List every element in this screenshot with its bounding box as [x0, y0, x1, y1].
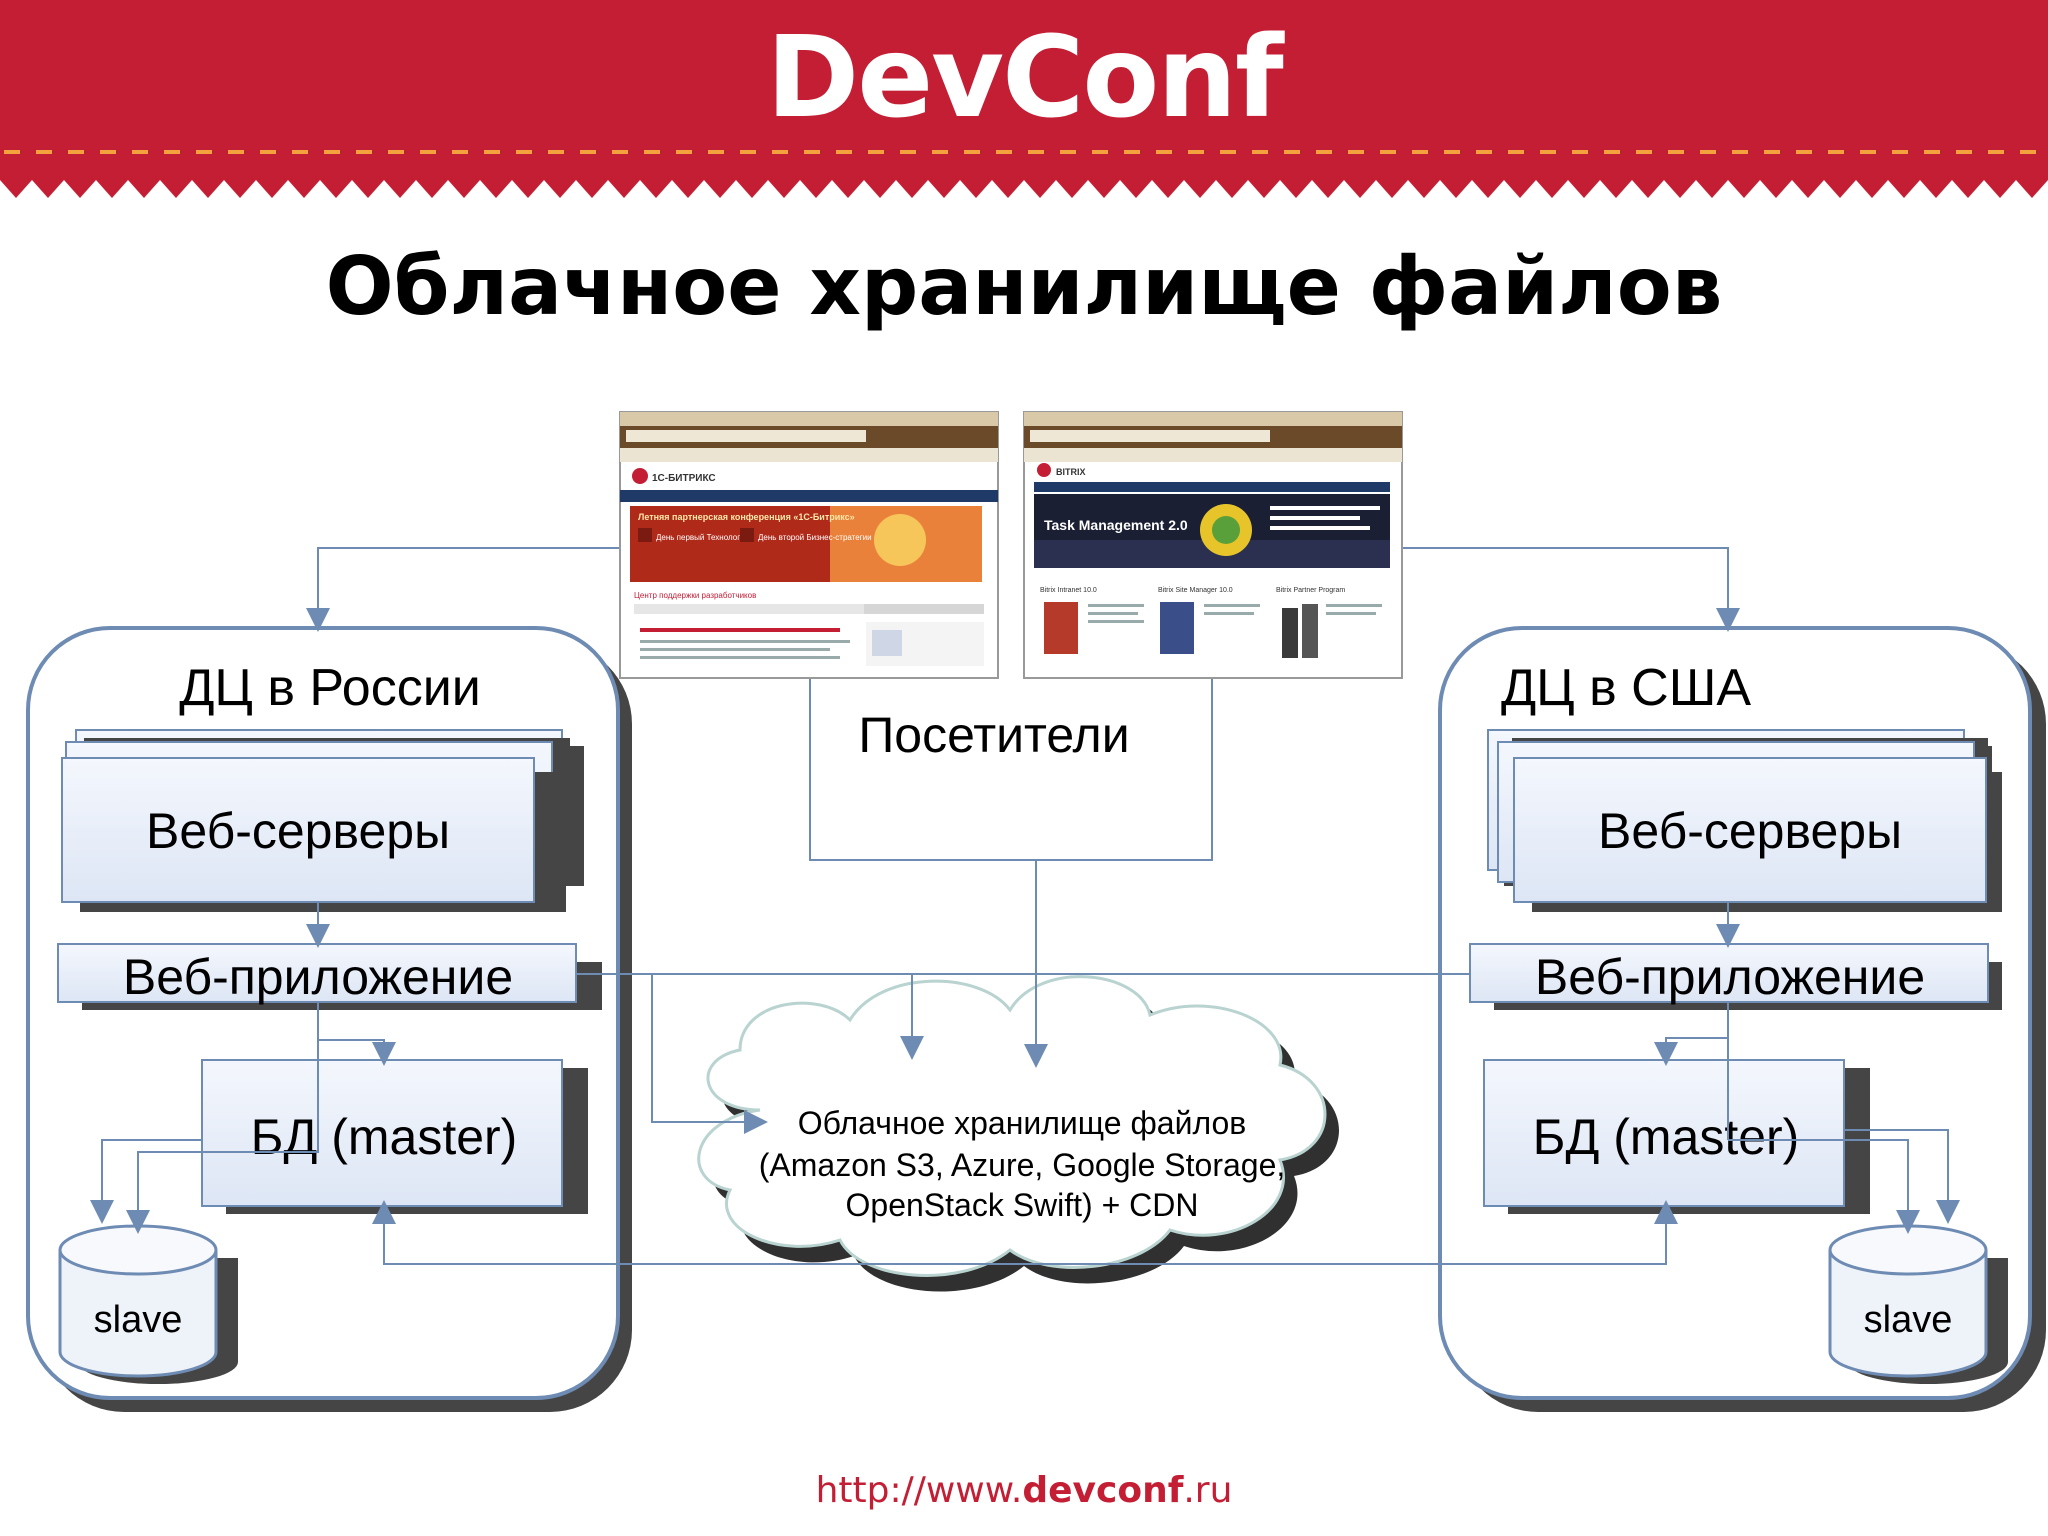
dc-usa-title: ДЦ в США — [1501, 659, 1751, 717]
dc-russia-web-servers-label: Веб-серверы — [146, 803, 450, 859]
dc-usa-slave-cylinder: slave — [1828, 1224, 2008, 1384]
footer-url-prefix: http://www. — [815, 1470, 1023, 1511]
visitors-box: Посетители — [809, 676, 1213, 861]
dc-russia-db-master: БД (master) — [201, 1059, 588, 1214]
visitors-label: Посетители — [858, 707, 1129, 763]
cloud-storage: Облачное хранилище файлов (Amazon S3, Az… — [697, 975, 1339, 1292]
connector-lines — [90, 547, 1960, 1265]
screenshot-bitrix: BITRIX Task Management 2.0 Bitrix Intran… — [1023, 411, 1403, 679]
header-zigzag-border — [0, 140, 2048, 202]
dc-russia-db-master-label: БД (master) — [251, 1109, 518, 1165]
screenshot-right-product-3: Bitrix Partner Program — [1276, 587, 1345, 594]
footer-url-domain: devconf — [1022, 1470, 1184, 1511]
screenshot-left-banner-sub-1: День первый Технологии — [656, 533, 749, 542]
dc-russia: ДЦ в России Веб-серверы Веб-приложение Б… — [26, 626, 632, 1412]
footer-url-suffix: .ru — [1183, 1470, 1233, 1511]
dc-usa-slave-label: slave — [1864, 1299, 1953, 1341]
dc-usa-web-app: Веб-приложение — [1469, 943, 2002, 1010]
screenshot-left-section: Центр поддержки разработчиков — [634, 591, 756, 600]
screenshot-left-brand: 1С-БИТРИКС — [652, 473, 716, 484]
dc-russia-web-app: Веб-приложение — [57, 943, 602, 1010]
screenshot-right-product-2: Bitrix Site Manager 10.0 — [1158, 587, 1233, 594]
header-banner: DevConf — [0, 0, 2048, 150]
screenshot-1c-bitrix: 1С-БИТРИКС Летняя партнерская конференци… — [619, 411, 999, 679]
cloud-line-3: OpenStack Swift) + CDN — [846, 1187, 1199, 1223]
devconf-logo: DevConf — [766, 13, 1284, 143]
screenshot-right-product-1: Bitrix Intranet 10.0 — [1040, 587, 1097, 594]
slide-title: Облачное хранилище файлов — [325, 240, 1723, 333]
dc-russia-web-servers: Веб-серверы — [61, 729, 584, 912]
dc-usa-web-servers: Веб-серверы — [1487, 729, 2002, 912]
dc-usa-web-servers-label: Веб-серверы — [1598, 803, 1902, 859]
footer-url[interactable]: http://www.devconf.ru — [0, 1470, 2048, 1511]
dc-usa-web-app-label: Веб-приложение — [1535, 949, 1925, 1005]
dc-russia-slave-label: slave — [94, 1299, 183, 1341]
dc-russia-web-app-label: Веб-приложение — [123, 949, 513, 1005]
cloud-line-1: Облачное хранилище файлов — [798, 1105, 1247, 1141]
cloud-line-2: (Amazon S3, Azure, Google Storage, — [759, 1147, 1286, 1183]
dc-usa: ДЦ в США Веб-серверы Веб-приложение БД (… — [1438, 626, 2046, 1412]
screenshot-right-brand: BITRIX — [1056, 467, 1086, 477]
dc-usa-db-master: БД (master) — [1483, 1059, 1870, 1214]
screenshot-right-banner: Task Management 2.0 — [1044, 517, 1188, 533]
dc-usa-db-master-label: БД (master) — [1533, 1109, 1800, 1165]
screenshot-left-banner-sub-2: День второй Бизнес-стратегии — [758, 533, 872, 542]
dc-russia-title: ДЦ в России — [179, 659, 481, 717]
dc-russia-slave-cylinder: slave — [58, 1224, 238, 1384]
screenshot-left-banner: Летняя партнерская конференция «1С-Битри… — [638, 512, 855, 522]
